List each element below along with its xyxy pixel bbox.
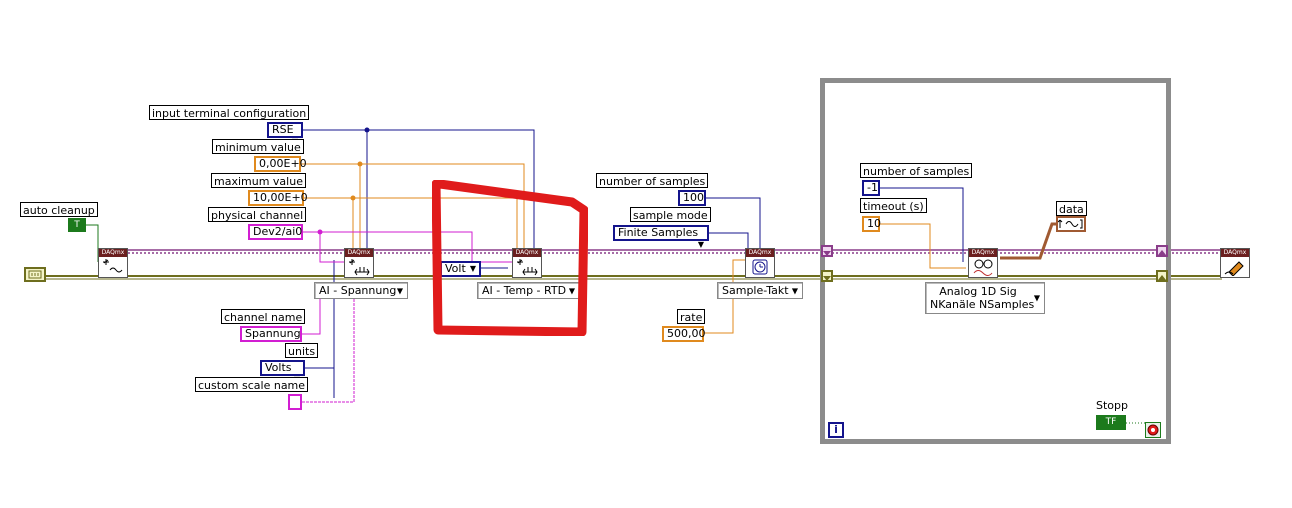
number-of-samples-timing-constant[interactable]: 100 [678, 190, 706, 206]
create-channel-1-selector-text: AI - Spannung [319, 284, 397, 297]
create-channel-icon [349, 259, 370, 276]
daqmx-timing-vi[interactable]: DAQmx [745, 248, 775, 278]
dropdown-arrow-icon: ▼ [469, 264, 476, 273]
read-selector-line2: NKanäle NSamples [930, 298, 1035, 311]
cluster-icon [28, 270, 42, 279]
create-channel-icon [517, 259, 538, 276]
maximum-value-constant[interactable]: 10,00E+0 [248, 190, 308, 206]
up-arrow-icon [1158, 250, 1166, 255]
sample-mode-label: sample mode [630, 207, 711, 222]
daqmx-read-vi[interactable]: DAQmx [968, 248, 998, 278]
stop-sign-icon [1147, 424, 1159, 436]
stopp-button-terminal[interactable]: TF [1096, 415, 1126, 430]
up-arrow-icon [1158, 275, 1166, 280]
string-wires [302, 231, 513, 403]
clock-icon [752, 259, 768, 275]
minimum-value-constant[interactable]: 0,00E+0 [254, 156, 307, 172]
wire-junctions [317, 127, 370, 235]
input-terminal-configuration-enum[interactable]: RSE▼ [267, 122, 303, 146]
input-terminal-configuration-value: RSE [272, 123, 294, 136]
dropdown-arrow-icon: ▼ [791, 286, 798, 295]
maximum-value-label: maximum value [211, 173, 306, 188]
vi-header: DAQmx [746, 249, 774, 257]
eraser-icon [1224, 261, 1244, 276]
units-label: units [285, 343, 319, 358]
number-of-samples-read-constant[interactable]: -1 [862, 180, 880, 196]
custom-scale-name-constant[interactable] [288, 394, 302, 410]
vi-header: DAQmx [1221, 249, 1249, 257]
read-selector-line1: Analog 1D Sig [939, 285, 1017, 298]
create-channel-2-selector[interactable]: AI - Temp - RTD▼ [477, 282, 580, 299]
timeout-constant[interactable]: 10 [862, 216, 881, 232]
dropdown-arrow-icon: ▼ [697, 240, 704, 249]
number-of-samples-read-label: number of samples [860, 163, 973, 178]
enum-wires [289, 129, 964, 398]
error-shift-register-left [821, 270, 833, 282]
down-arrow-icon [823, 251, 831, 256]
vi-header: DAQmx [969, 249, 997, 257]
rate-constant[interactable]: 500,00 [662, 326, 706, 342]
create-channel-1-selector[interactable]: AI - Spannung▼ [314, 282, 408, 299]
number-of-samples-timing-label: number of samples [596, 173, 709, 188]
sample-mode-value: Finite Samples [618, 226, 699, 239]
volt-enum-value: Volt [445, 262, 466, 275]
task-wire [128, 249, 1222, 254]
timing-selector-text: Sample-Takt [722, 284, 789, 297]
glasses-icon [973, 259, 993, 276]
volt-enum[interactable]: Volt▼ [440, 261, 481, 277]
channel-name-label: channel name [221, 309, 306, 324]
error-wire [45, 275, 1222, 280]
iteration-terminal: i [828, 422, 844, 438]
auto-cleanup-label: auto cleanup [20, 202, 98, 217]
data-label: data [1056, 201, 1087, 216]
timing-selector[interactable]: Sample-Takt▼ [717, 282, 803, 299]
red-highlight-annotation [432, 180, 588, 336]
vi-header: DAQmx [99, 249, 127, 257]
custom-scale-name-label: custom scale name [195, 377, 309, 392]
daqmx-clear-task-vi[interactable]: DAQmx [1220, 248, 1250, 278]
dropdown-arrow-icon: ▼ [396, 286, 403, 295]
daqmx-create-task-vi[interactable]: DAQmx [98, 248, 128, 278]
task-shift-register-right [1156, 245, 1168, 257]
physical-channel-label: physical channel [208, 207, 307, 222]
daqmx-create-channel-vi-1[interactable]: DAQmx [344, 248, 374, 278]
physical-channel-constant[interactable]: Dev2/ai0 [248, 224, 303, 240]
data-indicator[interactable] [1056, 216, 1086, 232]
dropdown-arrow-icon: ▼ [1033, 293, 1040, 303]
timeout-label: timeout (s) [860, 198, 927, 213]
create-task-icon [103, 259, 123, 273]
down-arrow-icon [823, 276, 831, 281]
error-shift-register-right [1156, 270, 1168, 282]
units-value: Volts [265, 361, 292, 374]
while-loop[interactable] [820, 78, 1171, 444]
create-channel-2-selector-text: AI - Temp - RTD [482, 284, 567, 297]
stopp-label: Stopp [1096, 399, 1128, 412]
auto-cleanup-constant[interactable]: T [68, 218, 86, 232]
vi-header: DAQmx [513, 249, 541, 257]
units-enum[interactable]: Volts▼ [260, 360, 305, 384]
error-cluster-constant[interactable] [24, 267, 46, 282]
channel-name-constant[interactable]: Spannung [240, 326, 302, 342]
minimum-value-label: minimum value [212, 139, 304, 154]
rate-label: rate [677, 309, 706, 324]
sample-mode-enum[interactable]: Finite Samples▼ [613, 225, 709, 249]
input-terminal-configuration-label: input terminal configuration [149, 105, 310, 120]
data-wire [1000, 222, 1058, 260]
waveform-icon [1057, 219, 1083, 229]
vi-header: DAQmx [345, 249, 373, 257]
stop-condition-terminal[interactable] [1145, 422, 1161, 438]
daqmx-create-channel-vi-2[interactable]: DAQmx [512, 248, 542, 278]
task-shift-register-left [821, 245, 833, 257]
dropdown-arrow-icon: ▼ [568, 286, 575, 295]
